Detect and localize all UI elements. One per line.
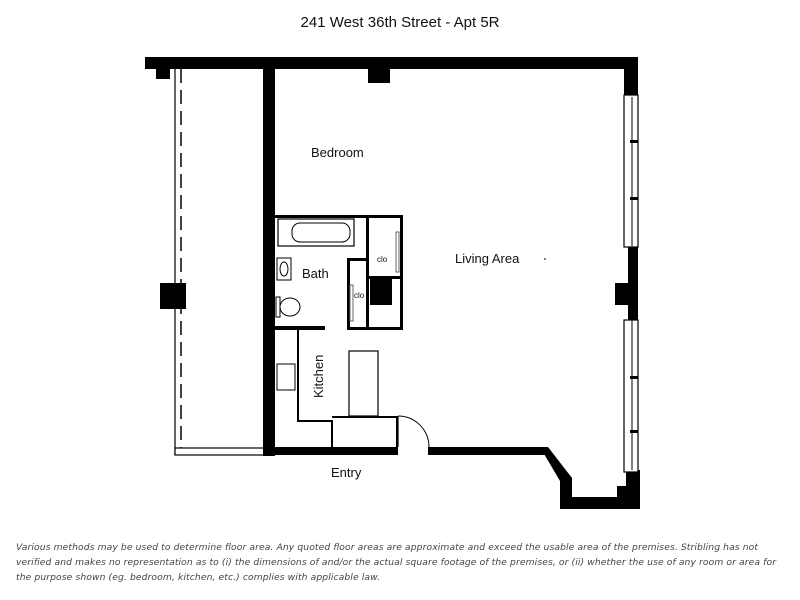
closet-wall-bottom [366, 327, 403, 330]
entry-door-swing [397, 415, 430, 448]
corner-block-bottom-right [626, 470, 640, 509]
bath-wall-top [275, 215, 403, 218]
kitchen-wall-bottom [297, 420, 333, 422]
closet-divider [366, 215, 369, 330]
wall-terrace-divider [263, 69, 275, 456]
closet-lower-bottom [347, 327, 369, 330]
room-label-closet-lower: clo [354, 291, 365, 300]
closet-lower-top [347, 258, 369, 261]
wall-top [145, 57, 638, 69]
closet-upper-divider [369, 276, 400, 279]
kitchen-island [348, 350, 379, 417]
window-right-upper [623, 94, 639, 248]
closet-lower-left [347, 258, 350, 330]
stove [276, 363, 296, 391]
window-frame [630, 140, 638, 143]
room-label-entry: Entry [331, 465, 362, 480]
kitchen-counter-top [332, 416, 398, 418]
kitchen-wall-left [297, 326, 299, 422]
corner-block-top-left [156, 69, 170, 79]
column-left [160, 283, 186, 309]
room-label-closet-upper: clo [377, 255, 388, 264]
wall-bottom-right [428, 447, 545, 455]
marker-dot [544, 258, 546, 260]
window-frame [630, 197, 638, 200]
room-label-bath: Bath [302, 266, 329, 281]
bathtub-basin [291, 222, 351, 243]
window-frame [630, 376, 638, 379]
kitchen-wall-right [331, 420, 333, 447]
wall-angled [540, 447, 572, 505]
bath-wall-bottom [275, 326, 325, 330]
column-top [368, 69, 390, 83]
window-right-lower [623, 319, 639, 473]
chimney-block [370, 279, 392, 305]
kitchen-counter-side [396, 416, 398, 447]
column-right [615, 283, 633, 305]
column-bottom-right [617, 486, 629, 500]
wall-bottom-entry [263, 447, 398, 455]
room-label-kitchen: Kitchen [311, 355, 326, 398]
toilet-bowl [279, 297, 301, 317]
room-label-living-area: Living Area [455, 251, 520, 266]
closet-door-lower [349, 284, 354, 322]
window-frame [630, 430, 638, 433]
room-label-bedroom: Bedroom [311, 145, 364, 160]
floor-plan-title: 241 West 36th Street - Apt 5R [300, 14, 500, 31]
wall-bottom-left [174, 447, 266, 456]
legal-disclaimer: Various methods may be used to determine… [16, 542, 777, 583]
toilet-tank [275, 296, 281, 318]
corner-block-top-right [624, 69, 638, 95]
sink-basin [279, 261, 289, 277]
closet-door-upper [395, 231, 400, 273]
bath-wall-right [400, 215, 403, 330]
